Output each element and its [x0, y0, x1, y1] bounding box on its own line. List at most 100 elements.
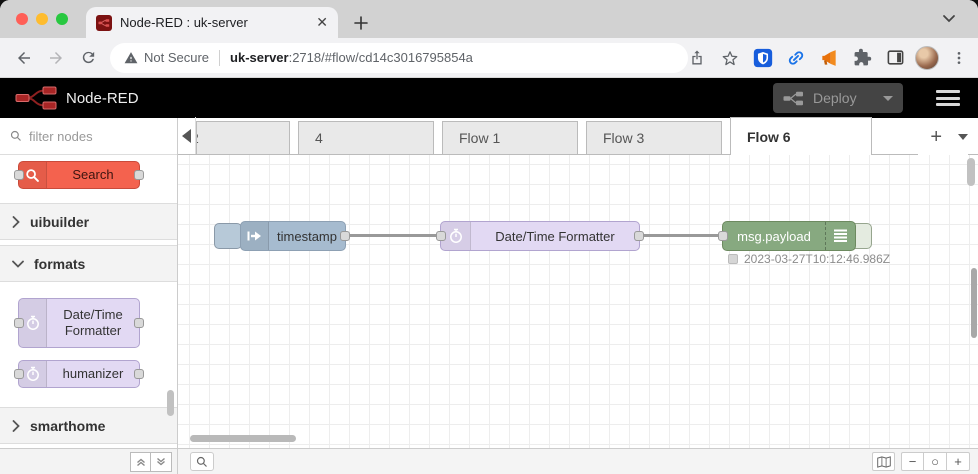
canvas-horizontal-scrollbar[interactable]: [190, 435, 296, 442]
tab-scroll-left-button[interactable]: [178, 117, 196, 154]
flow-tab-2[interactable]: 2: [196, 121, 290, 154]
bitwarden-extension-icon[interactable]: [750, 45, 776, 71]
url-divider: [219, 49, 221, 66]
page-scrollbar-thumb[interactable]: [971, 268, 977, 338]
node-output-port[interactable]: [340, 231, 350, 241]
url-host: uk-server: [230, 50, 289, 65]
debug-list-icon: [825, 222, 855, 250]
node-label: Date/Time Formatter: [495, 228, 615, 244]
flow-tab-label: 2: [197, 130, 199, 146]
tab-bar-actions: +: [918, 118, 968, 155]
palette-scroll-area: Search uibuilder formats: [0, 155, 177, 448]
chevron-down-icon: [12, 260, 24, 268]
browser-tab[interactable]: Node-RED : uk-server ✕: [86, 7, 338, 38]
palette-scrollbar-thumb[interactable]: [167, 390, 174, 416]
new-tab-button[interactable]: [348, 10, 374, 36]
tab-search-chevron-icon[interactable]: [942, 11, 956, 29]
debug-node-msg-payload[interactable]: msg.payload: [718, 221, 856, 251]
flow-list-caret-icon[interactable]: [958, 133, 968, 140]
node-label: humanizer: [62, 365, 124, 381]
palette-node-humanizer[interactable]: humanizer: [14, 360, 144, 388]
side-panel-icon[interactable]: [882, 45, 908, 71]
close-window-button[interactable]: [16, 13, 28, 25]
flow-tab-label: Flow 3: [603, 130, 645, 146]
flow-tab-flow6-active[interactable]: Flow 6: [730, 117, 872, 155]
reload-button[interactable]: [74, 44, 102, 72]
node-input-port[interactable]: [436, 231, 446, 241]
flow-tab-flow1[interactable]: Flow 1: [442, 121, 578, 154]
canvas-footer: − ○ +: [178, 448, 978, 474]
main-menu-button[interactable]: [936, 88, 960, 108]
timer-icon: [441, 222, 471, 250]
flow-tab-4[interactable]: 4: [298, 121, 434, 154]
category-label: formats: [34, 255, 86, 272]
zoom-reset-button[interactable]: ○: [924, 452, 947, 471]
search-node-label: Search: [72, 166, 114, 182]
node-red-favicon: [96, 14, 112, 31]
extensions-puzzle-icon[interactable]: [849, 45, 875, 71]
window-controls: [16, 13, 68, 25]
node-output-port[interactable]: [134, 170, 144, 180]
deploy-options-caret-icon[interactable]: [883, 95, 893, 101]
titlebar: Node-RED : uk-server ✕: [0, 0, 978, 38]
flow-tab-label: 4: [315, 130, 323, 146]
filter-search-icon: [10, 130, 21, 141]
category-label: uibuilder: [30, 213, 90, 230]
palette-filter-placeholder: filter nodes: [29, 128, 93, 144]
profile-avatar[interactable]: [915, 45, 939, 70]
node-input-port[interactable]: [14, 170, 24, 180]
not-secure-label: Not Secure: [144, 50, 210, 65]
flow-tab-flow3[interactable]: Flow 3: [586, 121, 722, 154]
flow-tab-label: Flow 1: [459, 130, 501, 146]
expand-all-categories-button[interactable]: [151, 451, 172, 472]
node-palette: filter nodes Search uibuilder: [0, 118, 178, 474]
fullscreen-window-button[interactable]: [56, 13, 68, 25]
category-label: smarthome: [30, 417, 106, 434]
collapse-all-categories-button[interactable]: [130, 451, 151, 472]
node-red-header: Node-RED Deploy: [0, 78, 978, 118]
zoom-out-button[interactable]: −: [901, 452, 924, 471]
url-bar[interactable]: Not Secure uk-server :2718/#flow/cd14c30…: [110, 42, 688, 73]
node-input-port[interactable]: [718, 231, 728, 241]
palette-category-uibuilder[interactable]: uibuilder: [0, 203, 177, 240]
node-label: msg.payload: [737, 228, 811, 244]
inject-icon: [241, 222, 270, 250]
palette-category-formats[interactable]: formats: [0, 245, 177, 282]
deploy-button[interactable]: Deploy: [773, 83, 903, 113]
palette-category-smarthome[interactable]: smarthome: [0, 407, 177, 444]
deploy-label: Deploy: [813, 90, 857, 106]
inject-trigger-button[interactable]: [214, 223, 242, 249]
flow-canvas[interactable]: timestamp Date/Time Formatter msg.payloa…: [178, 155, 978, 448]
share-icon[interactable]: [684, 45, 710, 71]
add-flow-button[interactable]: +: [930, 125, 942, 148]
canvas-search-button[interactable]: [190, 452, 214, 471]
bookmark-star-icon[interactable]: [717, 45, 743, 71]
node-output-port[interactable]: [134, 369, 144, 379]
tab-close-icon[interactable]: ✕: [316, 14, 328, 30]
chrome-menu-icon[interactable]: [946, 45, 972, 71]
minimize-window-button[interactable]: [36, 13, 48, 25]
node-output-port[interactable]: [634, 231, 644, 241]
datetime-formatter-node[interactable]: Date/Time Formatter: [436, 221, 644, 251]
node-input-port[interactable]: [14, 369, 24, 379]
zoom-in-button[interactable]: +: [947, 452, 970, 471]
inject-node-timestamp[interactable]: timestamp: [240, 221, 350, 251]
palette-filter-input[interactable]: filter nodes: [0, 118, 177, 155]
node-output-port[interactable]: [134, 318, 144, 328]
palette-node-search[interactable]: Search: [14, 161, 144, 189]
megaphone-extension-icon[interactable]: [816, 45, 842, 71]
status-text: 2023-03-27T10:12:46.986Z: [744, 252, 891, 266]
wire-inject-to-formatter[interactable]: [348, 234, 440, 237]
canvas-vertical-scrollbar[interactable]: [967, 158, 975, 186]
wire-formatter-to-debug[interactable]: [642, 234, 724, 237]
link-extension-icon[interactable]: [783, 45, 809, 71]
back-button[interactable]: [10, 44, 38, 72]
deploy-icon: [783, 91, 803, 105]
node-input-port[interactable]: [14, 318, 24, 328]
navigator-map-button[interactable]: [872, 452, 895, 471]
forward-button[interactable]: [42, 44, 70, 72]
flow-tab-bar: 2 4 Flow 1 Flow 3 Flow 6 +: [178, 117, 978, 155]
